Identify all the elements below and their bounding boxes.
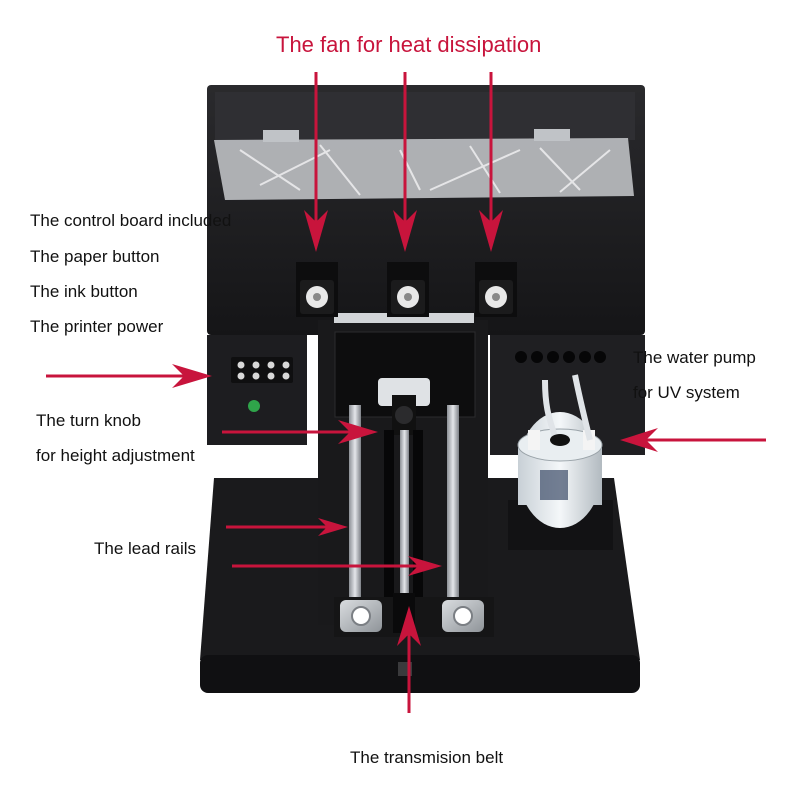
turn-knob-label-line2: for height adjustment: [36, 446, 195, 465]
paper-button-label: The paper button: [30, 247, 160, 266]
water-pump-label: The water pump: [633, 348, 756, 367]
film-wrinkles: [239, 144, 611, 196]
lead-rail-center: [400, 430, 409, 620]
height-adjust-knob: [378, 378, 430, 435]
printer-mid-body: [207, 335, 307, 445]
fan-icon: [387, 262, 429, 317]
fan-icon: [475, 262, 517, 317]
printer-power-label: The printer power: [30, 317, 164, 336]
ink-tank-holes: [515, 351, 606, 363]
lead-rail-right: [447, 405, 459, 620]
power-led-icon: [248, 400, 260, 412]
arrow-icon: [226, 518, 348, 536]
plastic-film: [214, 138, 634, 200]
transmission-belt-label: The transmision belt: [350, 748, 504, 767]
arrow-icon: [232, 556, 442, 576]
arrow-icon: [397, 606, 421, 713]
arrow-icon: [620, 428, 766, 452]
transmission-belt: [384, 430, 394, 620]
arrow-icon: [222, 420, 378, 444]
arrow-icon: [304, 72, 328, 252]
rail-end-right: [442, 600, 484, 632]
lead-rails-label: The lead rails: [94, 539, 197, 558]
ink-button-label: The ink button: [30, 282, 138, 301]
fan-label: The fan for heat dissipation: [276, 32, 542, 57]
arrow-icon: [46, 364, 212, 388]
arrow-icon: [393, 72, 417, 252]
control-board-label: The control board included: [30, 211, 232, 230]
control-panel-icon: [231, 357, 293, 383]
rail-end-left: [340, 600, 382, 632]
turn-knob-label: The turn knob: [36, 411, 141, 430]
lid-hinge-right: [534, 129, 570, 141]
fan-icon: [296, 262, 338, 317]
printer-base-front: [200, 655, 640, 693]
lid-hinge-left: [263, 130, 299, 142]
water-pump-label-line2: for UV system: [633, 383, 740, 402]
arrow-icon: [479, 72, 503, 252]
carriage-top-bar: [334, 313, 474, 323]
